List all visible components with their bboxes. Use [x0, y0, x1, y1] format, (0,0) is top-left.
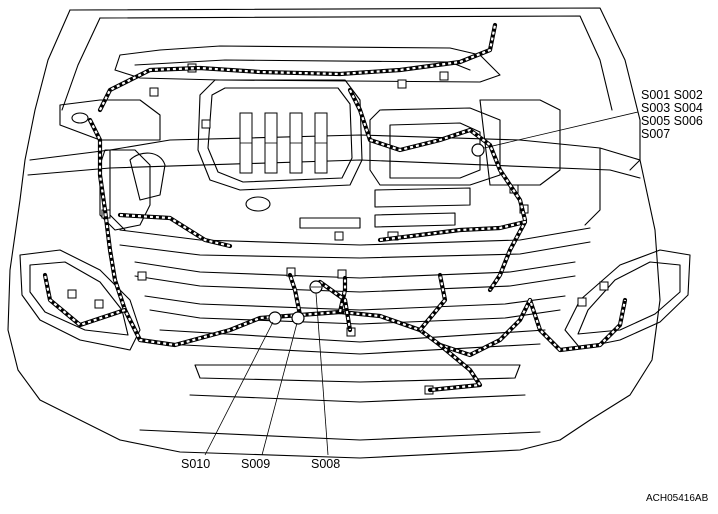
splice-s010-marker	[268, 311, 282, 325]
wiring-harness	[42, 22, 628, 393]
callout-line-3: S005 S006	[641, 114, 703, 128]
splice-s001-s007-marker	[471, 143, 485, 157]
leader-s010	[204, 321, 274, 456]
callout-s010: S010	[181, 457, 211, 471]
front-grille	[119, 227, 591, 403]
callout-line-4: S007	[641, 127, 671, 141]
splice-s009-marker	[291, 311, 305, 325]
left-components	[59, 99, 166, 231]
splice-points	[268, 143, 485, 325]
headlamp-housings	[19, 249, 691, 351]
callout-line-1: S001 S002	[641, 88, 703, 102]
leader-s009	[261, 322, 298, 456]
vehicle-body-outline	[7, 7, 661, 459]
drawing-code: ACH05416AB	[646, 493, 709, 504]
leader-lines	[204, 111, 639, 456]
callout-s008: S008	[311, 457, 341, 471]
callout-s009: S009	[241, 457, 271, 471]
engine-cover	[197, 79, 363, 191]
callout-s001-s007: S001 S002 S003 S004 S005 S006 S007	[641, 89, 703, 141]
leader-s001-s007	[483, 111, 639, 149]
callout-line-2: S003 S004	[641, 101, 703, 115]
leader-s008	[315, 292, 329, 456]
cowl-panel	[114, 45, 501, 83]
